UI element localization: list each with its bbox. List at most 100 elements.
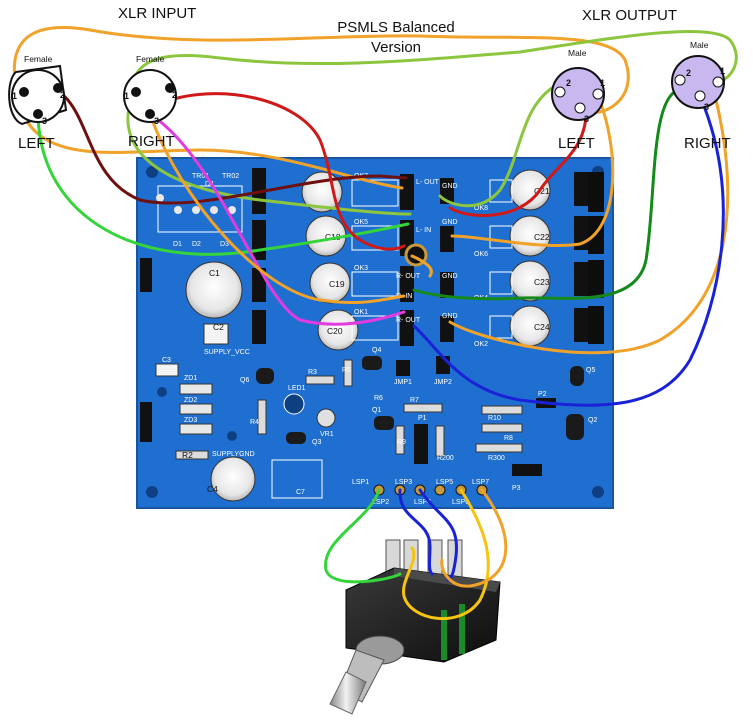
r-out-label: R- OUT [396, 317, 421, 324]
lsp6-label: LSP6 [452, 499, 469, 506]
zener-diodes [179, 383, 213, 435]
stepped-attenuator [329, 539, 501, 715]
r7-label: R7 [410, 397, 419, 404]
pin-hole [19, 87, 29, 97]
r200-label: R200 [437, 455, 454, 462]
pin3-label: 3 [42, 116, 47, 126]
pot-shaft [329, 671, 367, 715]
gnd-label-2: GND [442, 219, 458, 226]
ok6-label: OK6 [474, 251, 488, 258]
q1-label: Q1 [372, 407, 381, 414]
wire-lime-top [130, 30, 738, 98]
resistor-r5 [343, 359, 353, 387]
d4-label: D4 [205, 181, 214, 188]
supply-gnd-label: SUPPLYGND [212, 451, 255, 458]
xlr-input-left: Female 1 2 3 [8, 54, 68, 126]
pcb-board: C1 C4 C18 C19 C20 C21 C22 C23 C24 OK7 OK… [136, 157, 614, 509]
pin1-label: 1 [124, 91, 129, 101]
jmp1-label: JMP1 [394, 379, 412, 386]
gnd-label-4: GND [442, 313, 458, 320]
resistor-r7 [403, 403, 443, 413]
wire-magenta-right [148, 112, 406, 326]
tr02-label: TR02 [222, 173, 239, 180]
title-line-1: PSMLS Balanced [337, 19, 455, 36]
pin1-label: 1 [720, 66, 725, 76]
output-right-label: RIGHT [684, 135, 731, 152]
q6-label: Q6 [240, 377, 249, 384]
mounting-hole [227, 431, 237, 441]
led1-label: LED1 [288, 385, 306, 392]
c3-label: C3 [162, 357, 171, 364]
capacitor-c1 [185, 261, 243, 319]
ok1-label: OK1 [354, 309, 368, 316]
xlr-female-right-face [123, 69, 177, 123]
ok6-outline [489, 225, 513, 249]
wire-orange-top [12, 26, 630, 115]
wire-blue-out [412, 104, 725, 407]
wire-orange-left [16, 94, 404, 190]
pin-hole [33, 109, 43, 119]
ok3-label: OK3 [354, 265, 368, 272]
q2-label: Q2 [588, 417, 597, 424]
pin-hole [145, 109, 155, 119]
r9-label: R9 [397, 439, 406, 446]
q4-label: Q4 [372, 347, 381, 354]
q3-label: Q3 [312, 439, 321, 446]
tr01-label: TR01 [192, 173, 209, 180]
pin [574, 102, 586, 114]
c1-label: C1 [209, 268, 220, 278]
resistor-r300 [475, 443, 523, 453]
transistor-q5 [570, 366, 584, 386]
d3-label: D3 [220, 241, 229, 248]
wire-orange-out-left [450, 94, 615, 247]
resistor-r3 [305, 375, 335, 385]
ok5-outline [351, 225, 399, 251]
resistor-r4 [257, 399, 267, 435]
wire-red-out [448, 98, 588, 217]
male-label-right: Male [690, 40, 709, 50]
capacitor-c23 [509, 260, 551, 302]
lsp5-label: LSP5 [436, 479, 453, 486]
pin-hole [165, 83, 175, 93]
resistor-r200 [435, 425, 445, 457]
ok8-label: OK8 [474, 205, 488, 212]
zd3-label: ZD3 [184, 417, 197, 424]
trimmer-vr1 [316, 408, 336, 428]
vr1-label: VR1 [320, 431, 334, 438]
input-left-label: LEFT [18, 135, 55, 152]
transistor-q3 [286, 432, 306, 444]
p2-label: P2 [538, 391, 547, 398]
led-footprint [283, 393, 305, 415]
mounting-hole [146, 486, 158, 498]
lsp4-label: LSP4 [414, 499, 431, 506]
wire-orange-right [148, 112, 406, 305]
ok8-outline [489, 179, 513, 203]
wire-lime-left [126, 94, 412, 216]
xlr-input-right: Female 1 2 3 [123, 54, 177, 126]
c2-label: C2 [213, 322, 224, 332]
connector-p1 [414, 424, 428, 464]
ok4-outline [489, 271, 513, 295]
wire-orange-out-right [448, 98, 730, 355]
ok2-label: OK2 [474, 341, 488, 348]
resistor-r2 [175, 450, 209, 460]
r4-label: R4 [250, 419, 259, 426]
pin3-label: 3 [704, 102, 709, 112]
wires [12, 26, 738, 621]
lsp7-label: LSP7 [472, 479, 489, 486]
wire-darkred-left [62, 94, 408, 205]
pin3-label: 3 [154, 116, 159, 126]
lsp1-label: LSP1 [352, 479, 369, 486]
r6-label: R6 [374, 395, 383, 402]
pin [712, 76, 724, 88]
zd1-label: ZD1 [184, 375, 197, 382]
c19-label: C19 [329, 279, 345, 289]
wire-red-right [156, 92, 406, 251]
jmp2-label: JMP2 [434, 379, 452, 386]
l-in-label: L- IN [416, 227, 431, 234]
lsp3-label: LSP3 [395, 479, 412, 486]
r2-label: R2 [182, 450, 193, 460]
r-out-label-upper: R- OUT [396, 273, 421, 280]
gnd-label-1: GND [442, 183, 458, 190]
capacitor-c2 [203, 323, 229, 345]
